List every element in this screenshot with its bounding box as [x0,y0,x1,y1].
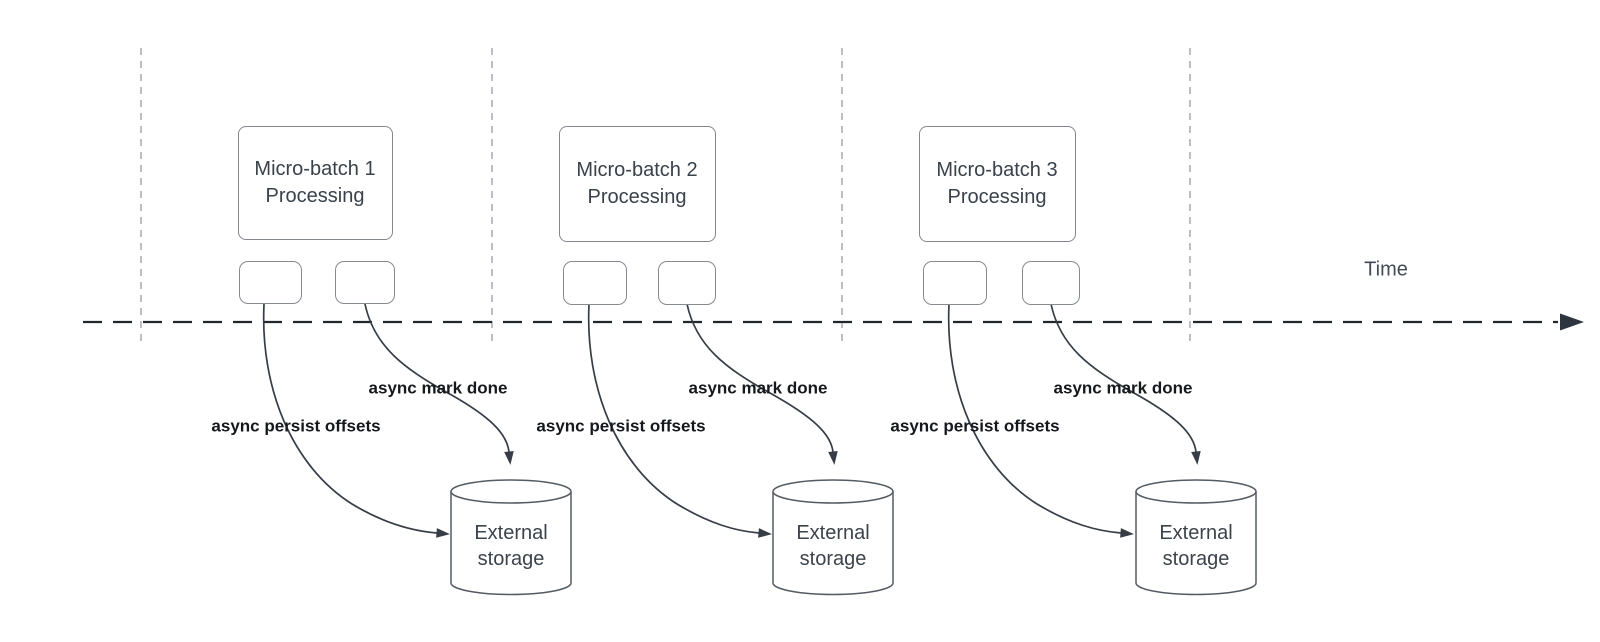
persist-offsets-label: async persist offsets [211,416,381,436]
time-label: Time [1364,258,1408,281]
persist-offsets-arrow [587,303,772,538]
batch-title: Micro-batch 1 Processing [254,158,376,207]
mark-done-label: async mark done [1053,378,1193,398]
mark-done-label: async mark done [368,378,508,398]
mark-done-arrow [686,303,838,465]
micro-batch-1-box [238,126,393,240]
mark-done-arrow [364,303,514,465]
mark-done-task-box [658,261,716,305]
persist-task-box [239,261,302,304]
storage-label: External storage [796,522,870,570]
mark-done-task-box [1022,261,1080,305]
micro-batch-3-box [919,126,1076,242]
persist-task-box [563,261,627,305]
persist-offsets-arrow [262,303,450,538]
time-axis-arrowhead-icon [1560,313,1584,331]
storage-label: External storage [1159,522,1233,570]
mark-done-arrow [1050,303,1201,465]
storage-label: External storage [474,522,548,570]
batch-title: Micro-batch 3 Processing [936,159,1058,208]
persist-offsets-label: async persist offsets [890,416,1060,436]
persist-offsets-label: async persist offsets [536,416,706,436]
external-storage-cylinder [772,479,894,596]
persist-task-box [923,261,987,305]
external-storage-cylinder [1135,479,1257,596]
mark-done-task-box [335,261,395,304]
micro-batch-2-box [559,126,716,242]
persist-offsets-arrow [947,303,1134,538]
external-storage-cylinder [450,479,572,596]
mark-done-label: async mark done [688,378,828,398]
batch-title: Micro-batch 2 Processing [576,159,698,208]
